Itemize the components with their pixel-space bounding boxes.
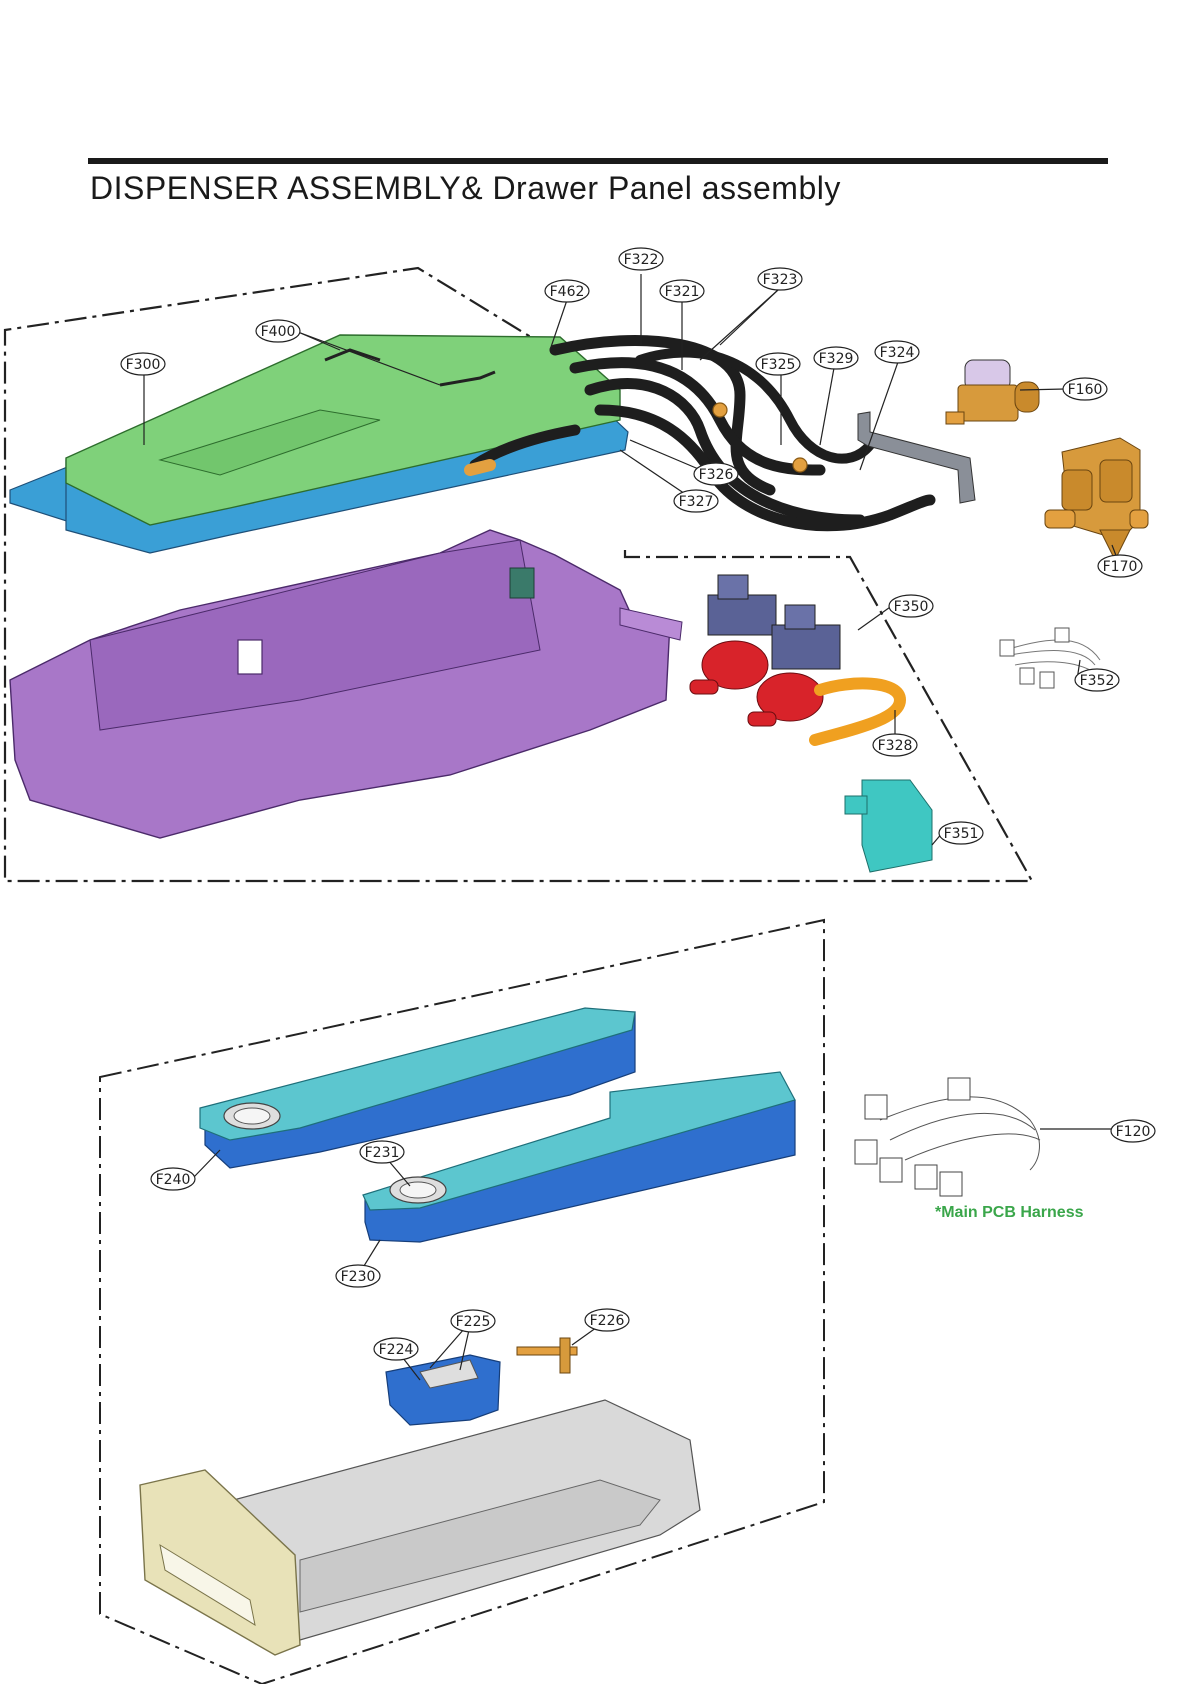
callout-f400: F400 [255,319,301,343]
callout-f324: F324 [874,340,920,364]
svg-text:F327: F327 [679,494,714,510]
svg-text:F321: F321 [665,284,700,300]
svg-text:F224: F224 [379,1342,414,1358]
callout-f120: F120 [1110,1119,1156,1143]
svg-text:F240: F240 [156,1172,191,1188]
drawer-icon [139,1399,701,1656]
callout-f329: F329 [813,346,859,370]
svg-text:F230: F230 [341,1269,376,1285]
tray-large-icon [199,1007,636,1169]
svg-text:F120: F120 [1116,1124,1151,1140]
callout-f325: F325 [755,352,801,376]
svg-text:F231: F231 [365,1145,400,1161]
title-rule [88,158,1108,164]
svg-text:F351: F351 [944,826,979,842]
callout-f328: F328 [872,733,918,757]
svg-text:F350: F350 [894,599,929,615]
svg-text:F300: F300 [126,357,161,373]
inlet-valve-icon [945,359,1040,425]
wire-harness-icon [999,627,1101,689]
callout-f326: F326 [693,462,739,486]
svg-text:F226: F226 [590,1313,625,1329]
clip-icon [516,1337,578,1374]
svg-text:F322: F322 [624,252,659,268]
main-pcb-harness-icon [854,1077,1041,1197]
tray-small-icon [362,1071,796,1243]
cup-icon [385,1354,501,1426]
callout-f350: F350 [888,594,934,618]
callout-f351: F351 [938,821,984,845]
callout-f224: F224 [373,1337,419,1361]
hose-bundle-icon [464,334,936,532]
outlet-pipe-icon [809,677,907,746]
svg-text:F325: F325 [761,357,796,373]
svg-text:F352: F352 [1080,673,1115,689]
callout-f327: F327 [673,489,719,513]
svg-text:F160: F160 [1068,382,1103,398]
cap-icon [844,779,933,873]
callout-f321: F321 [659,279,705,303]
bracket-icon [857,411,976,504]
lower-section-boundary [99,918,825,1684]
svg-text:F326: F326 [699,467,734,483]
svg-text:F462: F462 [550,284,585,300]
callout-f462: F462 [544,279,590,303]
dispenser-housing-icon [9,529,683,839]
main-pcb-harness-note: *Main PCB Harness [935,1204,1084,1221]
dispenser-cover-icon [9,334,629,554]
svg-text:F323: F323 [763,272,798,288]
svg-text:F400: F400 [261,324,296,340]
multi-valve-icon [1044,437,1149,562]
svg-text:F328: F328 [878,738,913,754]
callout-f226: F226 [584,1308,630,1332]
callout-f170: F170 [1097,554,1143,578]
svg-text:F329: F329 [819,351,854,367]
callout-f352: F352 [1074,668,1120,692]
callout-f300: F300 [120,352,166,376]
callout-f323: F323 [757,267,803,291]
callout-f231: F231 [359,1140,405,1164]
upper-section-boundary [3,266,1034,883]
callout-f225: F225 [450,1309,496,1333]
svg-text:F324: F324 [880,345,915,361]
callout-f160: F160 [1062,377,1108,401]
callout-f230: F230 [335,1264,381,1288]
callout-f322: F322 [618,247,664,271]
page-title: DISPENSER ASSEMBLY& Drawer Panel assembl… [90,170,841,206]
diverter-valve-icon [689,574,841,727]
svg-text:F170: F170 [1103,559,1138,575]
callout-f240: F240 [150,1167,196,1191]
svg-text:F225: F225 [456,1314,491,1330]
